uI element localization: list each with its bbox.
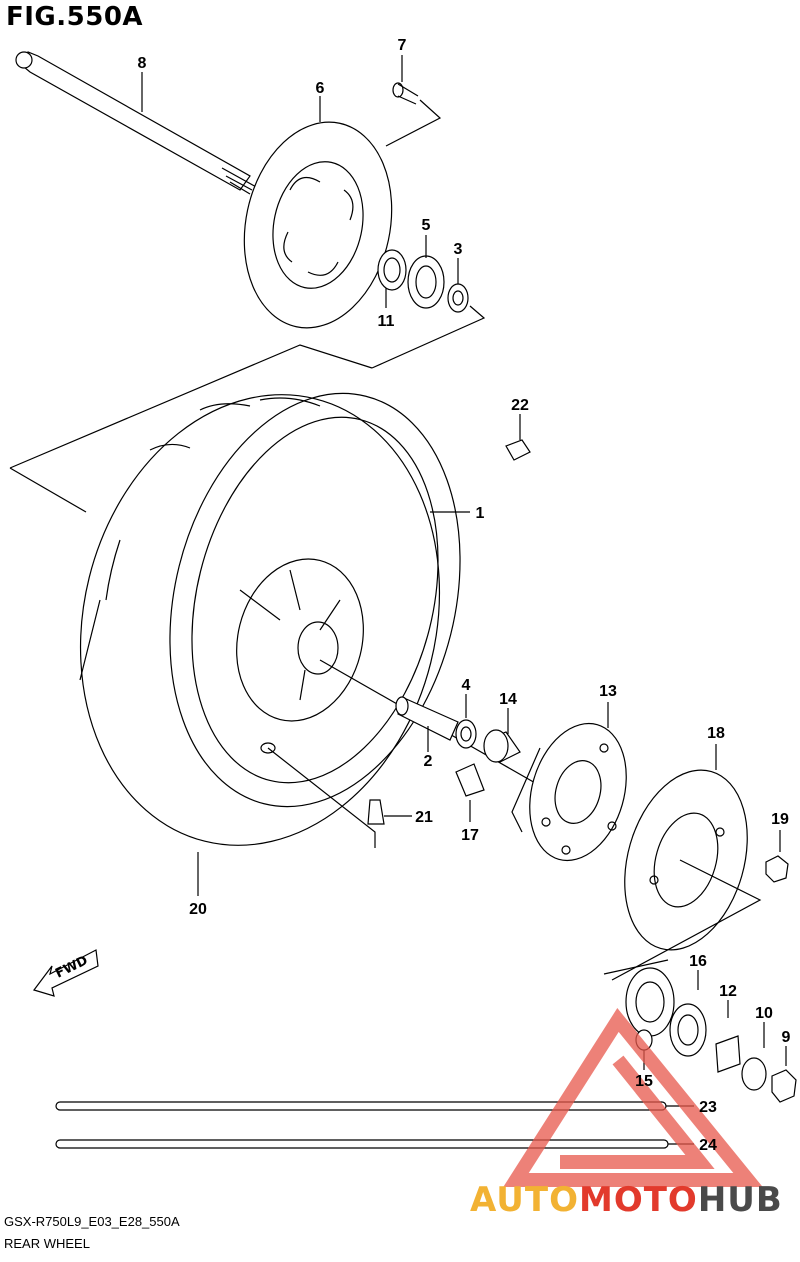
cushion-part-17 [455, 763, 485, 822]
model-code: GSX-R750L9_E03_E28_550A [4, 1214, 180, 1229]
brake-disc-part-6 [243, 96, 393, 329]
dumper-part-14 [483, 708, 521, 763]
callout-14: 14 [499, 691, 517, 708]
watermark-logo: AUTOMOTOHUB [470, 1180, 783, 1220]
oil-seal-part-11 [377, 249, 407, 308]
forward-arrow-icon: FWD [33, 949, 99, 997]
tire-part-20 [79, 392, 461, 896]
bearing-part-5 [407, 235, 445, 309]
callout-4: 4 [462, 677, 471, 694]
clip-part-22 [505, 414, 531, 461]
watermark-part-3: HUB [697, 1180, 783, 1220]
watermark-triangle [503, 1008, 763, 1187]
axle-part-8 [15, 51, 259, 195]
valve-part-21 [367, 799, 412, 825]
sprocket-drum-part-13 [511, 702, 627, 862]
callout-10: 10 [755, 1005, 773, 1022]
callout-24: 24 [699, 1137, 717, 1154]
bolt-part-7 [385, 55, 442, 147]
callout-9: 9 [782, 1029, 791, 1046]
oil-seal-part-12 [669, 1000, 729, 1057]
nut-part-9 [771, 1046, 797, 1103]
callout-15: 15 [635, 1073, 653, 1090]
callout-22: 22 [511, 397, 529, 414]
callout-21: 21 [415, 809, 433, 826]
watermark-part-1: AUTO [470, 1180, 579, 1220]
watermark-part-2: MOTO [578, 1180, 698, 1220]
rod-part-24 [55, 1139, 694, 1149]
bearing-part-4 [455, 694, 477, 749]
callout-23: 23 [699, 1099, 717, 1116]
collar-part-3 [447, 258, 469, 313]
callout-6: 6 [316, 80, 325, 97]
callout-7: 7 [398, 37, 407, 54]
callout-19: 19 [771, 811, 789, 828]
callout-11: 11 [378, 313, 395, 330]
callout-8: 8 [138, 55, 147, 72]
callout-1: 1 [476, 505, 485, 522]
diagram-caption: REAR WHEEL [4, 1236, 90, 1251]
callout-13: 13 [599, 683, 617, 700]
callout-5: 5 [422, 217, 431, 234]
nut-part-19 [765, 830, 789, 883]
rod-part-23 [55, 1101, 694, 1111]
callout-16: 16 [689, 953, 707, 970]
callout-17: 17 [461, 827, 479, 844]
figure-title: FIG.550A [6, 2, 144, 32]
callout-3: 3 [454, 241, 463, 258]
callout-2: 2 [424, 753, 433, 770]
wheel-rim-part-1 [191, 416, 470, 784]
callout-12: 12 [719, 983, 737, 1000]
spacer-part-2 [395, 696, 459, 752]
callout-18: 18 [707, 725, 725, 742]
callout-20: 20 [189, 901, 207, 918]
rear-sprocket-part-18 [611, 744, 762, 981]
washer-part-10 [715, 1022, 767, 1091]
